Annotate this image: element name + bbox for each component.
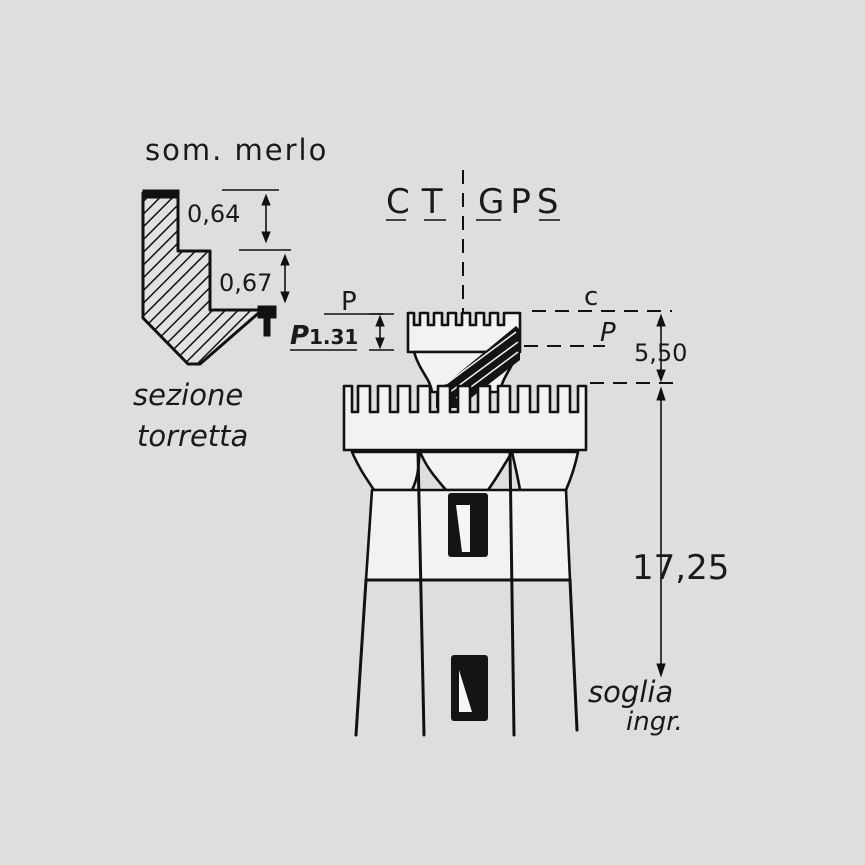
section-detail: som. merlo 0,64 0,67 sezione torretta <box>133 133 328 453</box>
dim-arrowhead <box>261 193 271 206</box>
window-lower-light <box>459 670 472 712</box>
pilaster-line <box>508 450 516 737</box>
tower-right-edge <box>568 578 579 732</box>
main-height-dimension: 17,25 soglia ingr. <box>588 386 729 737</box>
dim-arrowhead <box>280 291 290 304</box>
dim-upper-value: 0,64 <box>187 200 240 228</box>
dim-arrowhead <box>656 386 666 401</box>
turret-right-top-letter: c <box>584 282 598 312</box>
window-upper-light <box>456 505 470 552</box>
main-battlement <box>342 384 588 452</box>
dim-arrowhead <box>375 314 385 327</box>
turret-dimensions: P P 1.31 c P 5,50 <box>290 282 687 384</box>
dim-arrowhead <box>375 337 385 350</box>
turret-body <box>406 311 522 354</box>
section-bracket <box>257 305 277 337</box>
axis-left-label: CT <box>386 182 455 222</box>
dim-arrowhead <box>261 231 271 244</box>
crenel-section-profile <box>141 191 264 366</box>
dim-arrowhead <box>656 663 666 678</box>
dim-arrowhead <box>280 253 290 266</box>
turret-right-side-letter: P <box>600 318 616 348</box>
dim-arrowhead <box>656 369 666 383</box>
tower-elevation <box>342 311 588 737</box>
section-cap <box>142 189 180 199</box>
turret-right-height: 5,50 <box>634 339 687 367</box>
section-caption-line2: torretta <box>137 419 248 453</box>
dim-arrowhead <box>656 313 666 327</box>
base-label-line2: ingr. <box>626 707 683 737</box>
section-caption-line1: sezione <box>133 378 243 412</box>
base-label-line1: soglia <box>588 675 673 709</box>
corbel-right <box>510 450 580 492</box>
turret-left-side-letter: P <box>290 321 309 351</box>
corbel-center <box>418 450 514 492</box>
pilaster-line <box>416 450 426 737</box>
dim-lower-value: 0,67 <box>219 269 272 297</box>
turret-left-top-letter: P <box>341 287 357 317</box>
turret-left-height: 1.31 <box>309 325 358 349</box>
section-title: som. merlo <box>145 133 328 167</box>
corbel-left <box>350 450 422 492</box>
axis-header: CT GPS <box>386 170 564 312</box>
tower-left-edge <box>354 578 368 737</box>
axis-right-label: GPS <box>478 182 564 222</box>
tower-main-height: 17,25 <box>632 548 729 588</box>
